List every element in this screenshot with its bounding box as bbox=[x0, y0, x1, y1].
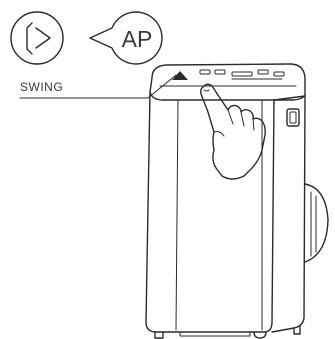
swing-leader-line bbox=[19, 74, 177, 99]
side-panel bbox=[271, 95, 306, 333]
swing-label: SWING bbox=[20, 80, 63, 94]
display-code-text: AP bbox=[122, 26, 153, 52]
swing-button-callout bbox=[10, 11, 64, 65]
air-conditioner-unit bbox=[145, 63, 329, 339]
control-panel-top bbox=[149, 63, 306, 101]
hand-icon bbox=[200, 83, 266, 180]
wheel-front-left bbox=[154, 331, 164, 339]
swing-button-marker bbox=[172, 71, 188, 80]
wheel-front-right bbox=[253, 331, 267, 339]
front-panel-seam-left bbox=[175, 99, 179, 331]
side-handle bbox=[286, 108, 300, 127]
swing-icon bbox=[26, 22, 51, 55]
wheel-rear bbox=[293, 325, 301, 335]
display-callout-bubble bbox=[89, 11, 163, 65]
display-callout: AP bbox=[89, 11, 163, 65]
swing-button-circle bbox=[10, 11, 64, 65]
base-plate bbox=[179, 331, 251, 337]
front-panel bbox=[145, 91, 275, 333]
exhaust-outlet bbox=[304, 183, 329, 263]
control-panel-buttons bbox=[199, 69, 285, 80]
